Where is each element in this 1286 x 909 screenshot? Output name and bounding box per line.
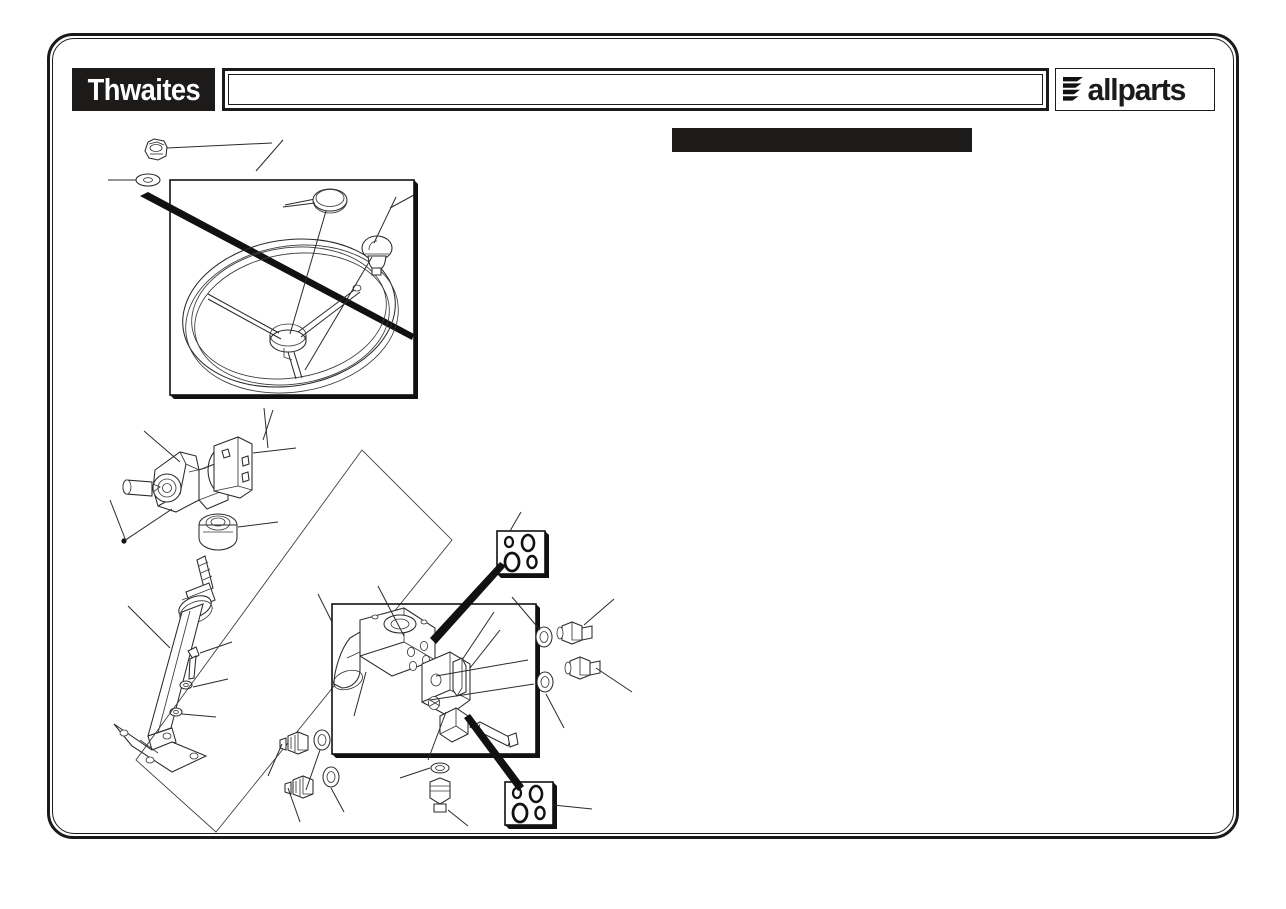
allparts-supplier-logo: allparts <box>1055 68 1215 111</box>
chevron-stripes-icon <box>1063 76 1083 101</box>
thwaites-wordmark: Thwaites <box>87 72 200 107</box>
thwaites-brand-logo: Thwaites <box>72 68 215 111</box>
section-title-bar <box>672 128 972 152</box>
page-border-inner <box>52 38 1234 834</box>
sheet-title-box[interactable] <box>222 68 1049 111</box>
page-border-outer <box>47 33 1239 839</box>
sheet-title-value[interactable] <box>228 74 1043 105</box>
allparts-wordmark: allparts <box>1087 72 1187 107</box>
